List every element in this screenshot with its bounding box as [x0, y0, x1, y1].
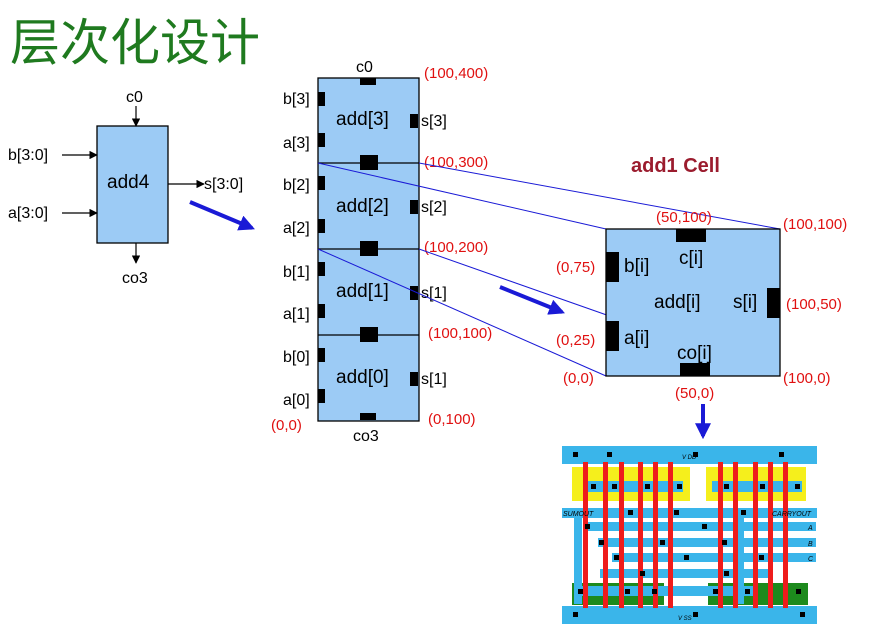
cell-c-label: c[i]	[679, 248, 703, 269]
cell-heading: add1 Cell	[631, 155, 720, 177]
stack-cell-b: b[0]	[283, 349, 310, 366]
layout-sumout-label: SUMOUT	[563, 511, 594, 518]
add4-label: add4	[107, 172, 150, 193]
adder-stack: c0 co3 add[3] b[3] a[3] s[3] add[2] b[2]…	[271, 59, 492, 445]
cell-coord-bottom-mid: (50,0)	[675, 385, 714, 402]
add4-cout-label: co3	[122, 270, 148, 287]
stack-cell-s: s[3]	[421, 113, 447, 130]
stack-cell-s: s[2]	[421, 199, 447, 216]
add1-cell: add1 Cell add[i] c[i] b[i] a[i] s[i] co[…	[556, 155, 847, 402]
layout-rail-label: C	[808, 556, 814, 563]
cell-s-label: s[i]	[733, 292, 757, 313]
stack-cell-s: s[1]	[421, 285, 447, 302]
page-title: 层次化设计	[10, 15, 260, 71]
stack-cell-s: s[1]	[421, 371, 447, 388]
stack-coord-bottom: (0,100)	[428, 411, 476, 428]
layout-rail-label: B	[808, 541, 813, 548]
stack-top-label: c0	[356, 59, 373, 76]
stack-cell-a: a[1]	[283, 306, 310, 323]
expand-arrow-icon	[189, 200, 255, 231]
stack-coord-c1: (100,100)	[428, 325, 492, 342]
cell-a-label: a[i]	[624, 328, 649, 349]
layout-vdd-label: V DD	[682, 455, 697, 461]
add4-cin-label: c0	[126, 89, 143, 106]
add4-a-label: a[3:0]	[8, 205, 48, 222]
cell-name: add[i]	[654, 292, 700, 313]
stack-coord-top: (100,400)	[424, 65, 488, 82]
layout-rail-label: A	[807, 525, 813, 532]
cell-coord-left-lower: (0,25)	[556, 332, 595, 349]
cell-coord-bottom-right: (100,0)	[783, 370, 831, 387]
cell-coord-top-right: (100,100)	[783, 216, 847, 233]
stack-cell-a: a[3]	[283, 135, 310, 152]
stack-cell-a: a[2]	[283, 220, 310, 237]
stack-cell-name: add[3]	[336, 109, 389, 130]
cell-coord-left-upper: (0,75)	[556, 259, 595, 276]
add4-s-label: s[3:0]	[204, 176, 243, 193]
stack-bottom-label: co3	[353, 428, 379, 445]
zoom-arrow-icon	[499, 285, 565, 315]
layout-vss-label: V SS	[678, 616, 692, 622]
cell-b-label: b[i]	[624, 256, 649, 277]
stack-cell-name: add[1]	[336, 281, 389, 302]
stack-cell-b: b[3]	[283, 91, 310, 108]
add4-b-label: b[3:0]	[8, 147, 48, 164]
stack-cell-name: add[2]	[336, 196, 389, 217]
stack-cell-b: b[2]	[283, 177, 310, 194]
stack-cell-name: add[0]	[336, 367, 389, 388]
cell-coord-top-mid: (50,100)	[656, 209, 712, 226]
layout-carryout-label: CARRYOUT	[772, 511, 812, 518]
cell-coord-origin: (0,0)	[563, 370, 594, 387]
stack-coord-origin: (0,0)	[271, 417, 302, 434]
stack-coord-c2: (100,200)	[424, 239, 488, 256]
stack-cell-b: b[1]	[283, 264, 310, 281]
stack-coord-c3: (100,300)	[424, 154, 488, 171]
add4-block: add4 c0 b[3:0] a[3:0] s[3:0] co3	[8, 89, 243, 287]
cell-layout-view: V DD V SS SUMOUT CARRYOUT A B C	[562, 446, 817, 624]
cell-coord-right-mid: (100,50)	[786, 296, 842, 313]
stack-cell-a: a[0]	[283, 392, 310, 409]
cell-co-label: co[i]	[677, 343, 712, 364]
